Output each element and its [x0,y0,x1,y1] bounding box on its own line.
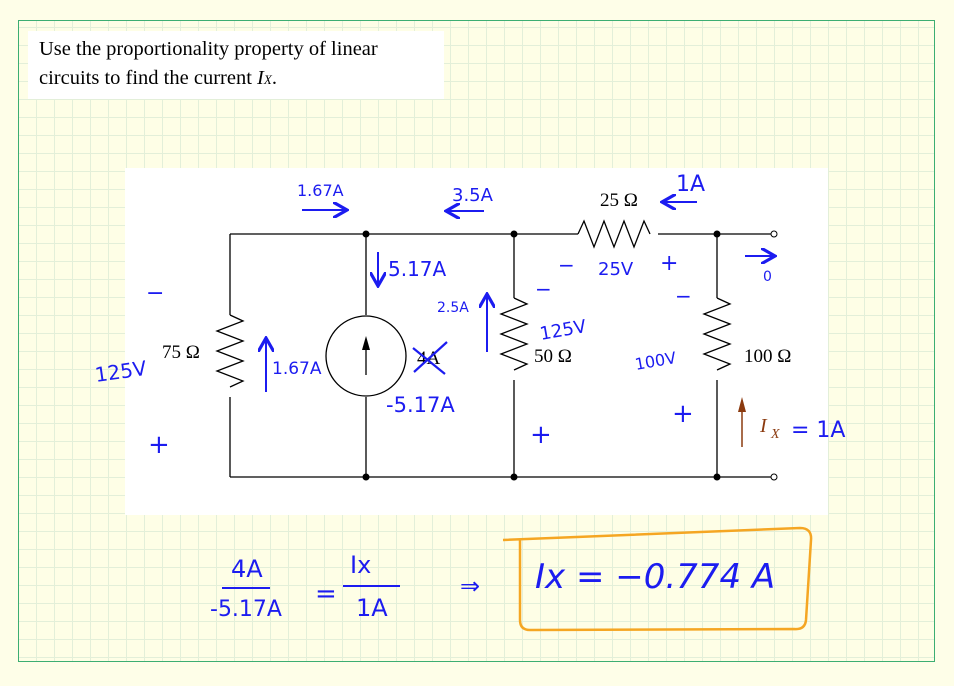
result-box [502,526,813,632]
node [713,230,721,238]
annot-v75-plus: + [148,430,170,460]
annot-ix-value: = 1A [791,418,845,443]
resistor-50 [499,297,529,371]
nodes [362,230,721,481]
problem-text: circuits to find the current [39,67,258,89]
solution-den-right: 1A [356,594,388,622]
label-r50: 50 Ω [534,346,572,367]
annot-i-75: 1.67A [272,359,322,379]
annot-output-zero: 0 [763,269,772,285]
ix-arrow-icon [738,397,746,412]
resistor-25 [577,219,651,249]
annot-i-source: 5.17A [388,257,447,281]
period: . [271,67,277,89]
annot-v100-plus: + [672,399,694,429]
solution-equals: = [315,579,337,609]
annot-i-top-mid: 3.5A [452,185,494,206]
label-r100: 100 Ω [744,346,791,367]
terminal-top [770,230,778,238]
node [713,473,721,481]
annot-v25: 25V [598,259,634,280]
annot-source-new: -5.17A [386,393,455,417]
node [510,230,518,238]
annot-v50: 125V [538,316,588,345]
cross-out-mark [412,341,448,375]
annot-v25-minus: − [558,253,575,277]
label-r25: 25 Ω [600,190,638,211]
node [510,473,518,481]
annot-v25-plus: + [660,251,678,276]
ix-sub: X [263,72,272,87]
ix-label-sub: X [770,427,780,442]
annot-v100: 100V [633,348,677,374]
annot-v75: 125V [93,356,148,387]
solution-num-left: 4A [231,555,263,583]
implies-arrow-icon: ⇒ [460,572,480,600]
annot-i-top-left: 1.67A [297,181,344,200]
annot-i-50: 2.5A [437,300,469,316]
annot-v50-plus: + [530,420,552,450]
annot-v100-minus: − [675,284,692,308]
annot-i-top-right: 1A [676,172,705,197]
problem-statement: Use the proportionality property of line… [28,31,444,99]
problem-line-2: circuits to find the current IX. [39,67,277,90]
annot-v75-minus: − [146,281,164,306]
source-arrow-icon [362,336,370,350]
wires [229,233,772,478]
problem-line-1: Use the proportionality property of line… [39,38,378,60]
annot-v50-minus: − [535,277,552,301]
ix-var: I [257,67,264,89]
ix-label: I [759,415,768,437]
resistor-100 [702,297,732,371]
terminal-bottom [770,473,778,481]
solution-num-right: Ix [350,551,371,579]
node [362,473,370,481]
solution-den-left: -5.17A [210,597,282,622]
label-r75: 75 Ω [162,342,200,363]
node [362,230,370,238]
solution-result: Ix = −0.774 A [535,557,775,597]
resistor-75 [215,314,245,388]
